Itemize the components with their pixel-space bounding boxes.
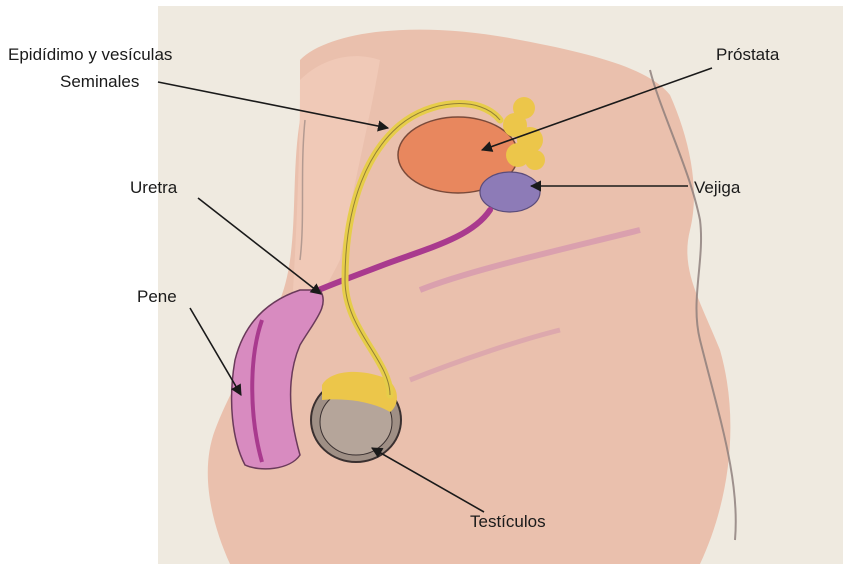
purple-organ bbox=[480, 172, 540, 212]
label-uretra: Uretra bbox=[130, 178, 177, 198]
label-pene: Pene bbox=[137, 287, 177, 307]
label-testiculos: Testículos bbox=[470, 512, 546, 532]
label-epididimo-line1: Epidídimo y vesículas bbox=[8, 45, 172, 65]
label-prostata: Próstata bbox=[716, 45, 779, 65]
label-vejiga: Vejiga bbox=[694, 178, 740, 198]
label-epididimo-line2: Seminales bbox=[60, 72, 139, 92]
